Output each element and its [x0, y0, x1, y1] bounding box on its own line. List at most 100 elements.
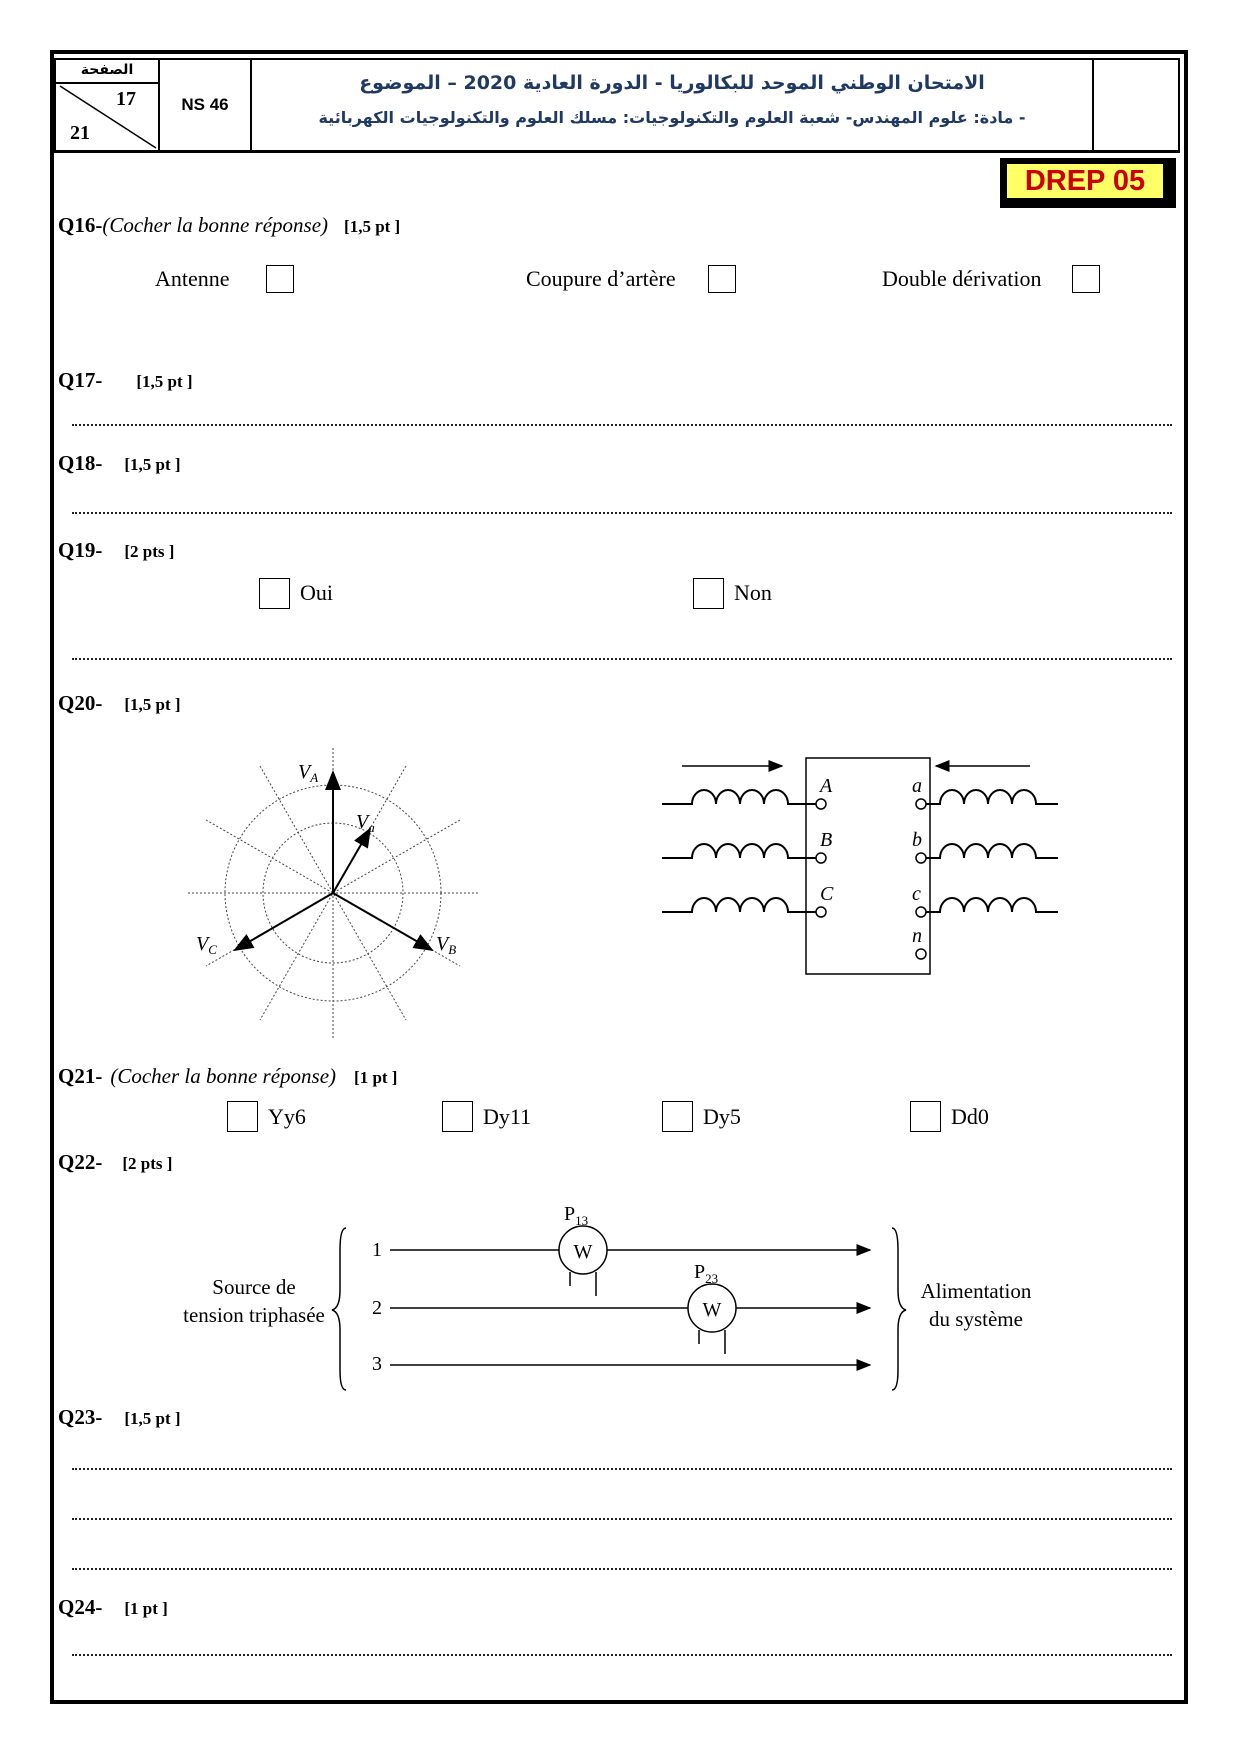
q22-points: [2 pts ] — [122, 1154, 173, 1173]
q22-label: Q22- — [58, 1150, 103, 1174]
q23-heading: Q23- [1,5 pt ] — [58, 1405, 181, 1430]
page-divider-line — [59, 85, 157, 149]
load-brace — [891, 1227, 907, 1391]
transformer-box — [805, 757, 931, 975]
q18-answer-line[interactable] — [72, 508, 1172, 514]
line-label-3: 3 — [372, 1353, 382, 1375]
q16-heading: Q16-(Cocher la bonne réponse) [1,5 pt ] — [58, 213, 400, 238]
q19-heading: Q19- [2 pts ] — [58, 538, 174, 563]
wattmeter-p13: W P13 — [558, 1203, 608, 1296]
q16-instruction: (Cocher la bonne réponse) — [102, 213, 329, 237]
wattmeter-circuit: Source de tension triphasée 1 2 3 W P13 … — [183, 1203, 1032, 1391]
q17-label: Q17- — [58, 368, 103, 392]
q21-checkbox-yy6[interactable] — [227, 1101, 258, 1132]
exam-header: الصفحة 17 21 NS 46 الامتحان الوطني الموح… — [54, 58, 1180, 152]
q21-label: Q21- — [58, 1064, 103, 1088]
page-total: 21 — [70, 122, 90, 144]
q19-checkbox-non[interactable] — [693, 578, 724, 609]
q23-label: Q23- — [58, 1405, 103, 1429]
q18-points: [1,5 pt ] — [124, 455, 181, 474]
q24-points: [1 pt ] — [124, 1599, 168, 1618]
q17-answer-line[interactable] — [72, 420, 1172, 426]
header-separator — [54, 150, 1180, 153]
phasor-vsa — [332, 827, 372, 894]
phasor-label-vb: VB — [436, 933, 456, 957]
q16-points: [1,5 pt ] — [344, 217, 401, 236]
terminal-label-c-secondary: c — [912, 883, 921, 905]
wattmeter-p23-label: P23 — [694, 1261, 718, 1286]
terminals — [815, 798, 927, 960]
q21-checkbox-dd0[interactable] — [910, 1101, 941, 1132]
q21-heading: Q21- (Cocher la bonne réponse) [1 pt ] — [58, 1064, 397, 1089]
terminal-label-c-primary: C — [820, 883, 834, 905]
terminal-label-a-secondary: a — [912, 775, 922, 797]
q23-answer-line[interactable] — [72, 1514, 1172, 1520]
wattmeter-p13-label: P13 — [564, 1203, 588, 1228]
line-label-2: 2 — [372, 1297, 382, 1319]
q21-option-label: Yy6 — [268, 1104, 306, 1129]
phasor-label-vc: VC — [196, 933, 217, 957]
q17-heading: Q17- [1,5 pt ] — [58, 368, 193, 393]
q16-checkbox-antenne[interactable] — [266, 265, 294, 293]
q24-heading: Q24- [1 pt ] — [58, 1595, 168, 1620]
q17-points: [1,5 pt ] — [136, 372, 193, 391]
phasor-vc — [233, 892, 334, 952]
q19-option-label: Oui — [300, 580, 333, 605]
terminal-label-n-secondary: n — [912, 925, 922, 947]
q21-points: [1 pt ] — [354, 1068, 398, 1087]
svg-text:W: W — [703, 1299, 722, 1321]
exam-title-box: الامتحان الوطني الموحد للبكالوريا - الدو… — [250, 58, 1094, 152]
source-label-line1: Source de — [212, 1275, 295, 1299]
q23-answer-line[interactable] — [72, 1564, 1172, 1570]
terminal-label-b-secondary: b — [912, 829, 922, 851]
load-label-line1: Alimentation — [921, 1279, 1032, 1303]
exam-title-line2: - مادة: علوم المهندس- شعبة العلوم والتكن… — [318, 108, 1026, 127]
q20-heading: Q20- [1,5 pt ] — [58, 691, 181, 716]
q21-option-label: Dy5 — [703, 1104, 741, 1129]
phasor-label-va: VA — [298, 761, 318, 785]
wattmeter-p23: W P23 — [687, 1261, 737, 1354]
secondary-windings — [926, 789, 1058, 913]
exam-title-line1: الامتحان الوطني الموحد للبكالوريا - الدو… — [359, 72, 985, 94]
q20-points: [1,5 pt ] — [124, 695, 181, 714]
page-number-box: الصفحة 17 21 — [54, 58, 160, 152]
q19-answer-line[interactable] — [72, 654, 1172, 660]
q19-option-label: Non — [734, 580, 772, 605]
q18-heading: Q18- [1,5 pt ] — [58, 451, 181, 476]
q21-checkbox-dy5[interactable] — [662, 1101, 693, 1132]
phasor-vb — [332, 892, 434, 951]
exam-code: NS 46 — [158, 58, 252, 152]
q19-checkbox-oui[interactable] — [259, 578, 290, 609]
terminal-label-b-primary: B — [820, 829, 832, 851]
q21-instruction: (Cocher la bonne réponse) — [110, 1064, 337, 1088]
q16-checkbox-double-derivation[interactable] — [1072, 265, 1100, 293]
q23-answer-line[interactable] — [72, 1464, 1172, 1470]
terminal-label-a-primary: A — [818, 775, 833, 797]
q24-answer-line[interactable] — [72, 1650, 1172, 1656]
header-blank-box — [1092, 58, 1180, 152]
transformer-diagram: A B C a b c n — [662, 757, 1058, 975]
source-brace — [331, 1227, 347, 1391]
q24-label: Q24- — [58, 1595, 103, 1619]
q19-label: Q19- — [58, 538, 103, 562]
drep-label: DREP 05 — [1005, 162, 1165, 200]
page-current: 17 — [116, 88, 136, 110]
q16-option-label: Double dérivation — [882, 266, 1042, 291]
page-frame — [50, 50, 1188, 1704]
phasor-diagram: VA Va VB VC — [188, 748, 478, 1038]
page-word: الصفحة — [56, 60, 158, 84]
load-label-line2: du système — [929, 1307, 1023, 1331]
q23-points: [1,5 pt ] — [124, 1409, 181, 1428]
primary-windings — [662, 789, 816, 913]
q16-option-label: Antenne — [155, 266, 230, 291]
drep-badge: DREP 05 — [1000, 158, 1176, 208]
q20-label: Q20- — [58, 691, 103, 715]
q21-option-label: Dy11 — [483, 1104, 532, 1129]
source-label-line2: tension triphasée — [183, 1303, 325, 1327]
q16-option-label: Coupure d’artère — [526, 266, 676, 291]
q19-points: [2 pts ] — [124, 542, 175, 561]
q21-checkbox-dy11[interactable] — [442, 1101, 473, 1132]
q16-checkbox-coupure[interactable] — [708, 265, 736, 293]
phasor-label-vsa: Va — [356, 811, 375, 835]
q22-heading: Q22- [2 pts ] — [58, 1150, 172, 1175]
